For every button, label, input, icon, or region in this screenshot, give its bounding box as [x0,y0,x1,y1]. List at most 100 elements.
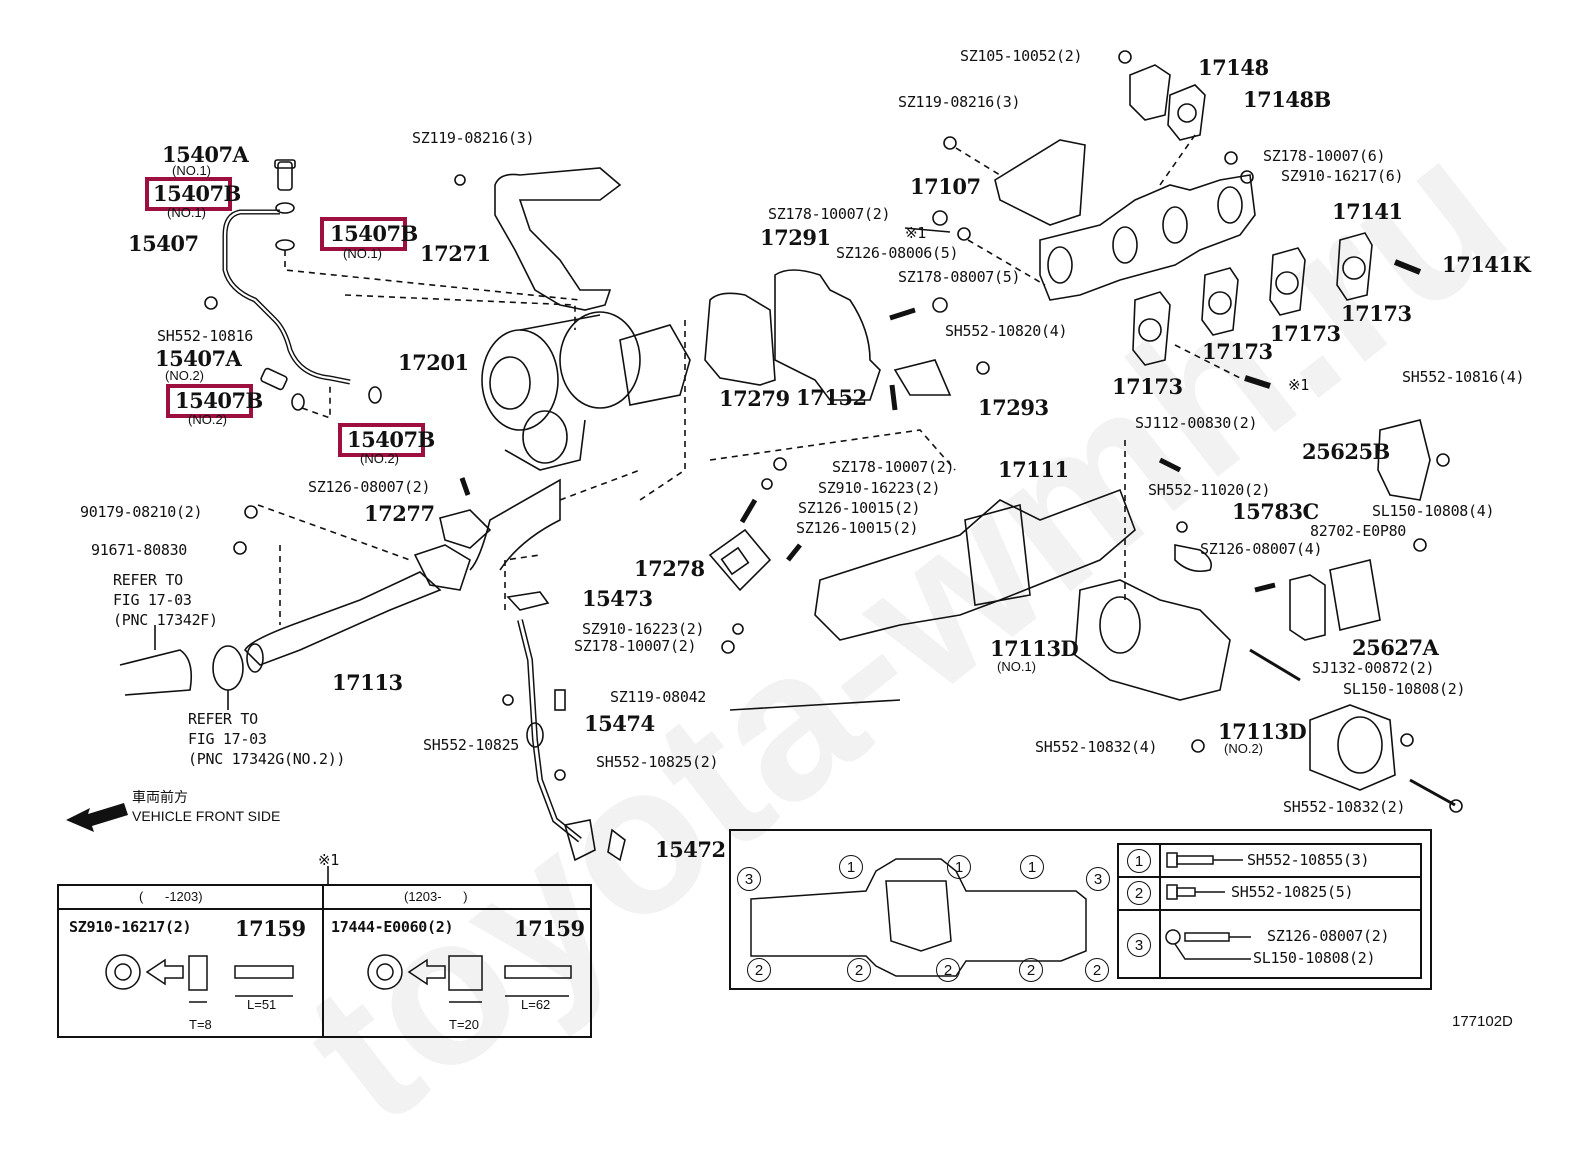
callout-15407B-no2-left[interactable]: 15407B [175,388,263,413]
gasket-17279 [704,292,776,386]
nut-icon [244,505,258,519]
callout-17141K[interactable]: 17141K [1442,252,1531,277]
turbocharger-17201 [481,311,691,471]
highlight-15407B-no1-left[interactable] [145,177,232,211]
callout-SZ119-08042[interactable]: SZ119-08042 [610,688,707,706]
callout-15473[interactable]: 15473 [582,586,653,611]
note-right-stud-pn[interactable]: 17159 [514,916,585,941]
callout-17107[interactable]: 17107 [910,174,981,199]
callout-SH552-10816-4[interactable]: SH552-10816(4) [1402,368,1525,386]
callout-SZ126-10015-a[interactable]: SZ126-10015(2) [798,499,921,517]
callout-17141[interactable]: 17141 [1332,199,1403,224]
callout-SZ178-10007-mid[interactable]: SZ178-10007(2) [832,458,955,476]
refer-17342F-line3[interactable]: (PNC 17342F) [113,611,218,629]
stud-icon [1158,457,1182,473]
callout-17173-c[interactable]: 17173 [1270,321,1341,346]
banjo-bolt-no1-icon [274,159,296,191]
bracket-25625B [1377,419,1431,501]
callout-17111[interactable]: 17111 [998,457,1069,482]
callout-15474[interactable]: 15474 [584,711,655,736]
highlight-15407B-no2-left[interactable] [166,384,253,418]
callout-SH552-10832-2[interactable]: SH552-10832(2) [1283,798,1406,816]
callout-15407A-no1[interactable]: 15407A [162,142,249,167]
callout-SZ178-10007-upper[interactable]: SZ178-10007(2) [768,205,891,223]
callout-note1-marker-a[interactable]: ※1 [905,224,926,242]
callout-SZ910-16217-6[interactable]: SZ910-16217(6) [1281,167,1404,185]
callout-SL150-10808-2[interactable]: SL150-10808(2) [1343,680,1466,698]
heat-insulator-17271 [494,167,622,311]
callout-SZ910-16223-lower[interactable]: SZ910-16223(2) [582,620,705,638]
legend-marker-top-2: 1 [839,855,863,879]
callout-17173-a[interactable]: 17173 [1112,374,1183,399]
legend-row-1-pn[interactable]: SH552-10855(3) [1247,851,1370,869]
callout-SZ910-16223-mid[interactable]: SZ910-16223(2) [818,479,941,497]
callout-25627A[interactable]: 25627A [1352,635,1439,660]
note-right-washer-pn[interactable]: 17444-E0060(2) [331,918,454,936]
callout-15407B-no1-left-sub: (NO.1) [167,205,206,220]
legend-row-2-pn[interactable]: SH552-10825(5) [1231,883,1354,901]
stud-sz119-08042 [554,689,566,711]
callout-SZ105-10052[interactable]: SZ105-10052(2) [960,47,1083,65]
parts-diagram-art [66,50,1463,885]
callout-note1-marker-b[interactable]: ※1 [1288,376,1309,394]
callout-17173-d[interactable]: 17173 [1341,301,1412,326]
callout-17201[interactable]: 17201 [398,350,469,375]
exhaust-manifold-17141 [1039,174,1256,301]
callout-SH552-11020[interactable]: SH552-11020(2) [1148,481,1271,499]
callout-17113D-no1[interactable]: 17113D [990,636,1079,661]
callout-17173-b[interactable]: 17173 [1202,339,1273,364]
legend-marker-bottom-5: 2 [1085,958,1109,982]
washer-icon [957,227,971,241]
callout-17148[interactable]: 17148 [1198,55,1269,80]
callout-25625B[interactable]: 25625B [1302,439,1390,464]
callout-SZ178-10007-lower[interactable]: SZ178-10007(2) [574,637,697,655]
callout-17277[interactable]: 17277 [364,501,435,526]
callout-SH552-10825[interactable]: SH552-10825 [423,736,520,754]
callout-17278[interactable]: 17278 [634,556,705,581]
callout-SJ112-00830[interactable]: SJ112-00830(2) [1135,414,1258,432]
note-left-stud-pn[interactable]: 17159 [235,916,306,941]
callout-SZ119-08216-shield[interactable]: SZ119-08216(3) [898,93,1021,111]
callout-SZ119-08216-turbo[interactable]: SZ119-08216(3) [412,129,535,147]
callout-17279[interactable]: 17279 [719,386,790,411]
callout-17113D-no2[interactable]: 17113D [1218,719,1307,744]
refer-17342F-line2: FIG 17-03 [113,591,192,609]
callout-SH552-10832-4[interactable]: SH552-10832(4) [1035,738,1158,756]
bolt-icon [1191,739,1205,753]
callout-15407B-no1-left[interactable]: 15407B [153,181,241,206]
legend-row-3-pn-a[interactable]: SZ126-08007(2) [1267,927,1390,945]
callout-15407B-no1-right[interactable]: 15407B [330,221,418,246]
callout-SJ132-00872[interactable]: SJ132-00872(2) [1312,659,1435,677]
callout-91671-80830[interactable]: 91671-80830 [91,541,188,559]
callout-17113[interactable]: 17113 [332,670,403,695]
highlight-15407B-no1-right[interactable] [320,217,407,251]
note-left-washer-pn[interactable]: SZ910-16217(2) [69,918,192,936]
callout-15407A-no2[interactable]: 15407A [155,346,242,371]
callout-15407A-no2-sub: (NO.2) [165,368,204,383]
callout-17293[interactable]: 17293 [978,395,1049,420]
callout-17271[interactable]: 17271 [420,241,491,266]
callout-15472[interactable]: 15472 [655,837,726,862]
stud-bolt-icon [1165,929,1251,960]
callout-82702-E0P80[interactable]: 82702-E0P80 [1310,522,1407,540]
callout-SH552-10820[interactable]: SH552-10820(4) [945,322,1068,340]
callout-SH552-10825-2[interactable]: SH552-10825(2) [596,753,719,771]
callout-17291[interactable]: 17291 [760,225,831,250]
callout-SL150-10808-4[interactable]: SL150-10808(4) [1372,502,1495,520]
callout-SZ126-08007-4[interactable]: SZ126-08007(4) [1200,540,1323,558]
callout-17152[interactable]: 17152 [796,385,867,410]
callout-15407B-no2-right[interactable]: 15407B [347,427,435,452]
callout-SZ126-10015-b[interactable]: SZ126-10015(2) [796,519,919,537]
callout-15407[interactable]: 15407 [128,231,199,256]
callout-SZ178-10007-6[interactable]: SZ178-10007(6) [1263,147,1386,165]
callout-SZ178-08007[interactable]: SZ178-08007(5) [898,268,1021,286]
legend-row-3-pn-b[interactable]: SL150-10808(2) [1253,949,1376,967]
callout-SZ126-08007-2[interactable]: SZ126-08007(2) [308,478,431,496]
refer-17342G-line3[interactable]: (PNC 17342G(NO.2)) [188,750,346,768]
callout-90179-08210[interactable]: 90179-08210(2) [80,503,203,521]
callout-15783C[interactable]: 15783C [1232,499,1319,524]
callout-17148B[interactable]: 17148B [1243,87,1331,112]
highlight-15407B-no2-right[interactable] [338,423,425,457]
callout-SH552-10816[interactable]: SH552-10816 [157,327,254,345]
callout-SZ126-08006[interactable]: SZ126-08006(5) [836,244,959,262]
